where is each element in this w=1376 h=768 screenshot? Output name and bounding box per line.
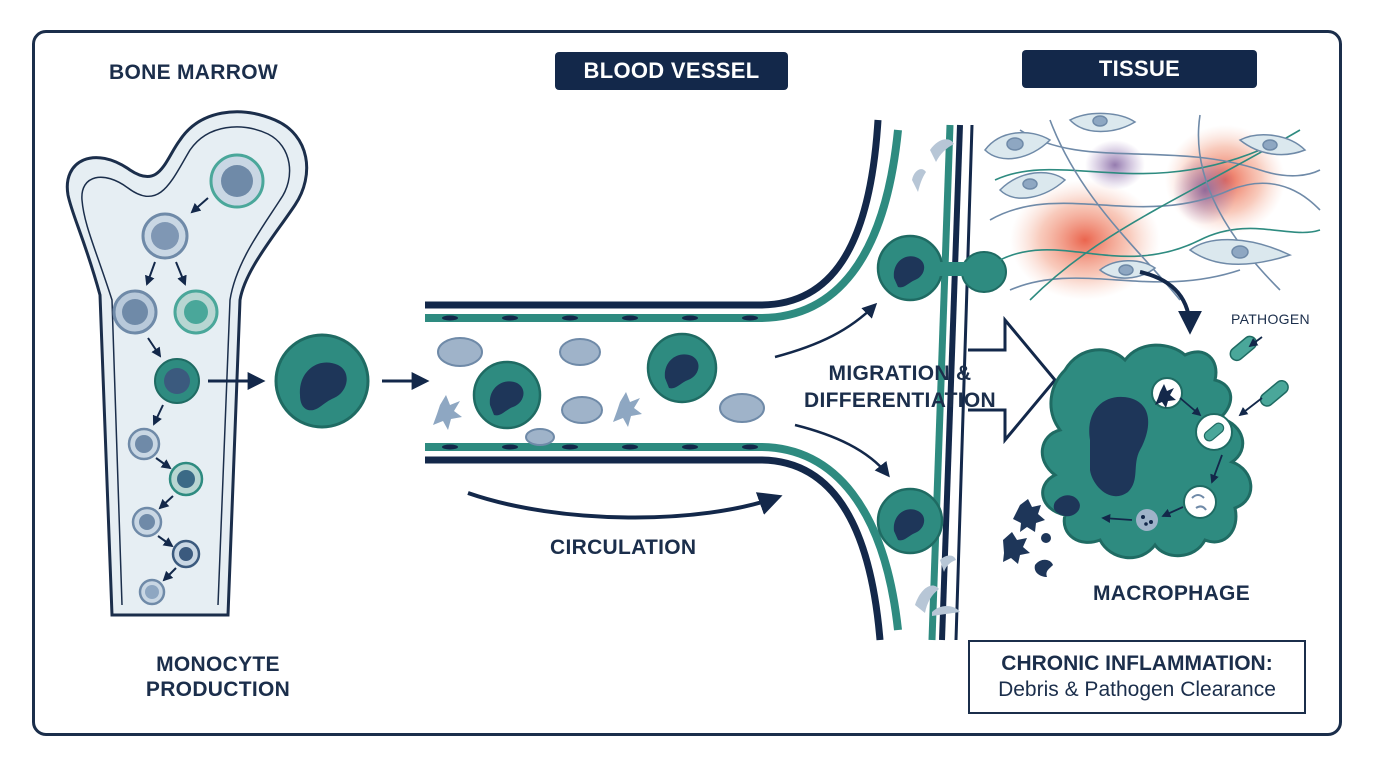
migration-arrows	[774, 302, 890, 478]
tissue-fibroblasts	[984, 112, 1307, 279]
circulation-label: CIRCULATION	[550, 536, 697, 559]
migration-line2: DIFFERENTIATION	[804, 389, 996, 412]
monocyte-production-line1: MONOCYTE	[156, 653, 280, 676]
callout-title: CHRONIC INFLAMMATION:	[1001, 652, 1273, 675]
macrophage-arrows	[1101, 397, 1263, 523]
circulating-monocyte	[274, 333, 370, 429]
marrow-cells	[112, 153, 265, 606]
monocyte-production-label: MONOCYTE PRODUCTION	[118, 652, 318, 702]
macrophage-label: MACROPHAGE	[1093, 582, 1251, 605]
monocyte-production-line2: PRODUCTION	[145, 678, 291, 701]
macrophage-cell	[1040, 343, 1253, 560]
pathogen-label: PATHOGEN	[1231, 311, 1310, 327]
blood-vessel-title: BLOOD VESSEL	[555, 52, 788, 90]
red-blood-cells	[437, 337, 765, 446]
bone-marrow-title: BONE MARROW	[109, 61, 278, 84]
marrow-arrows	[145, 197, 209, 582]
vessel-walls	[425, 119, 974, 641]
migration-line1: MIGRATION &	[828, 362, 972, 385]
pathogen-icon	[1229, 335, 1289, 407]
migration-label: MIGRATION & DIFFERENTIATION	[790, 360, 1010, 414]
tissue-title: TISSUE	[1022, 50, 1257, 88]
wall-fragments	[912, 139, 960, 616]
platelets	[433, 392, 642, 430]
tissue-fibers	[989, 114, 1321, 301]
transmigrating-monocytes	[876, 234, 1007, 555]
vessel-monocytes	[472, 332, 718, 430]
diagram-frame	[32, 30, 1342, 736]
differentiation-arrow	[968, 315, 1057, 445]
circulation-arrow	[467, 491, 783, 520]
callout-subtitle: Debris & Pathogen Clearance	[998, 678, 1276, 701]
tissue-to-macrophage-arrow	[1139, 270, 1202, 335]
debris-fragments	[1003, 495, 1080, 577]
chronic-inflammation-callout: CHRONIC INFLAMMATION: Debris & Pathogen …	[968, 640, 1306, 714]
endothelial-nuclei	[442, 315, 758, 450]
